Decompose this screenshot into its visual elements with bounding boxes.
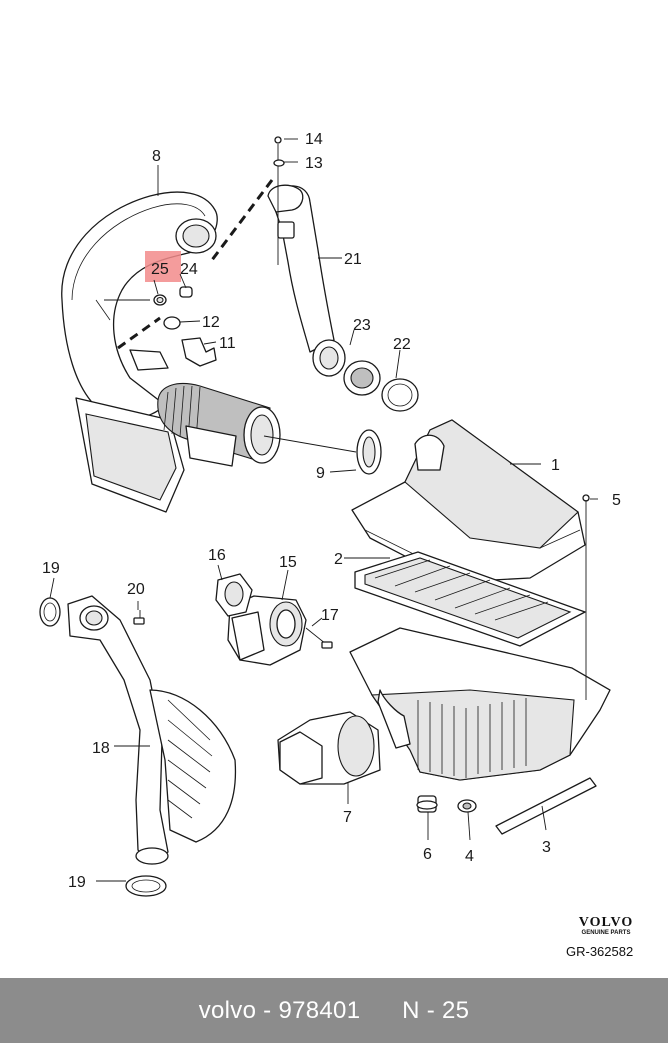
part-1-lid (351, 419, 590, 583)
small-parts-3-4-6 (416, 777, 597, 835)
part-21-hose (210, 136, 335, 353)
rings-22-23 (312, 339, 419, 412)
corrugated-hose (157, 382, 281, 467)
footer-bar: volvo - 978401 N - 25 (0, 978, 668, 1043)
footer-gap (360, 997, 402, 1025)
label-9: 9 (316, 465, 325, 482)
part-2-filter (354, 551, 586, 647)
leader-lines (49, 138, 598, 882)
air-cleaner-housing (349, 500, 611, 781)
label-20: 20 (127, 581, 145, 598)
label-14: 14 (305, 131, 323, 148)
label-19-top: 19 (42, 560, 60, 577)
label-21: 21 (344, 251, 362, 268)
part-24-cap (179, 286, 193, 298)
footer-position-label: N - 25 (402, 996, 470, 1024)
label-16: 16 (208, 547, 226, 564)
label-24: 24 (180, 261, 198, 278)
label-23: 23 (353, 317, 371, 334)
brand-logo-text: VOLVO (578, 915, 634, 930)
part-8-intake-hose (61, 191, 218, 513)
part-12-clamp (163, 316, 181, 330)
part-7-sensor (277, 711, 381, 785)
part-9-ring (356, 429, 382, 475)
label-3: 3 (542, 839, 551, 856)
diagram-reference: GR-362582 (566, 944, 634, 959)
label-8: 8 (152, 148, 161, 165)
label-1: 1 (551, 457, 560, 474)
label-5: 5 (612, 492, 621, 509)
part-labels: 8 14 13 21 25 24 12 11 23 22 1 9 5 2 16 … (42, 131, 621, 891)
part-15-throttle (215, 573, 333, 666)
label-25: 25 (151, 261, 169, 278)
parts-diagram: 8 14 13 21 25 24 12 11 23 22 1 9 5 2 16 … (39, 131, 621, 897)
part-18-manifold (39, 595, 237, 897)
label-2: 2 (334, 551, 343, 568)
label-12: 12 (202, 314, 220, 331)
label-17: 17 (321, 607, 339, 624)
part-11-connector (181, 337, 217, 367)
label-11: 11 (219, 335, 236, 352)
label-19-bottom: 19 (68, 874, 86, 891)
footer-brand: volvo (198, 996, 257, 1024)
label-6: 6 (423, 846, 432, 863)
label-7: 7 (343, 809, 352, 826)
brand-subtitle: GENUINE PARTS (581, 930, 631, 936)
label-13: 13 (305, 155, 323, 172)
label-15: 15 (279, 554, 297, 571)
label-22: 22 (393, 336, 411, 353)
highlight-part-25 (145, 251, 181, 282)
label-4: 4 (465, 848, 474, 865)
footer-separator: - (256, 996, 279, 1024)
small-fittings (117, 251, 217, 367)
volvo-genuine-parts-logo: VOLVO GENUINE PARTS (569, 915, 643, 936)
footer-part-number: 978401 (278, 996, 361, 1024)
label-18: 18 (92, 740, 110, 757)
